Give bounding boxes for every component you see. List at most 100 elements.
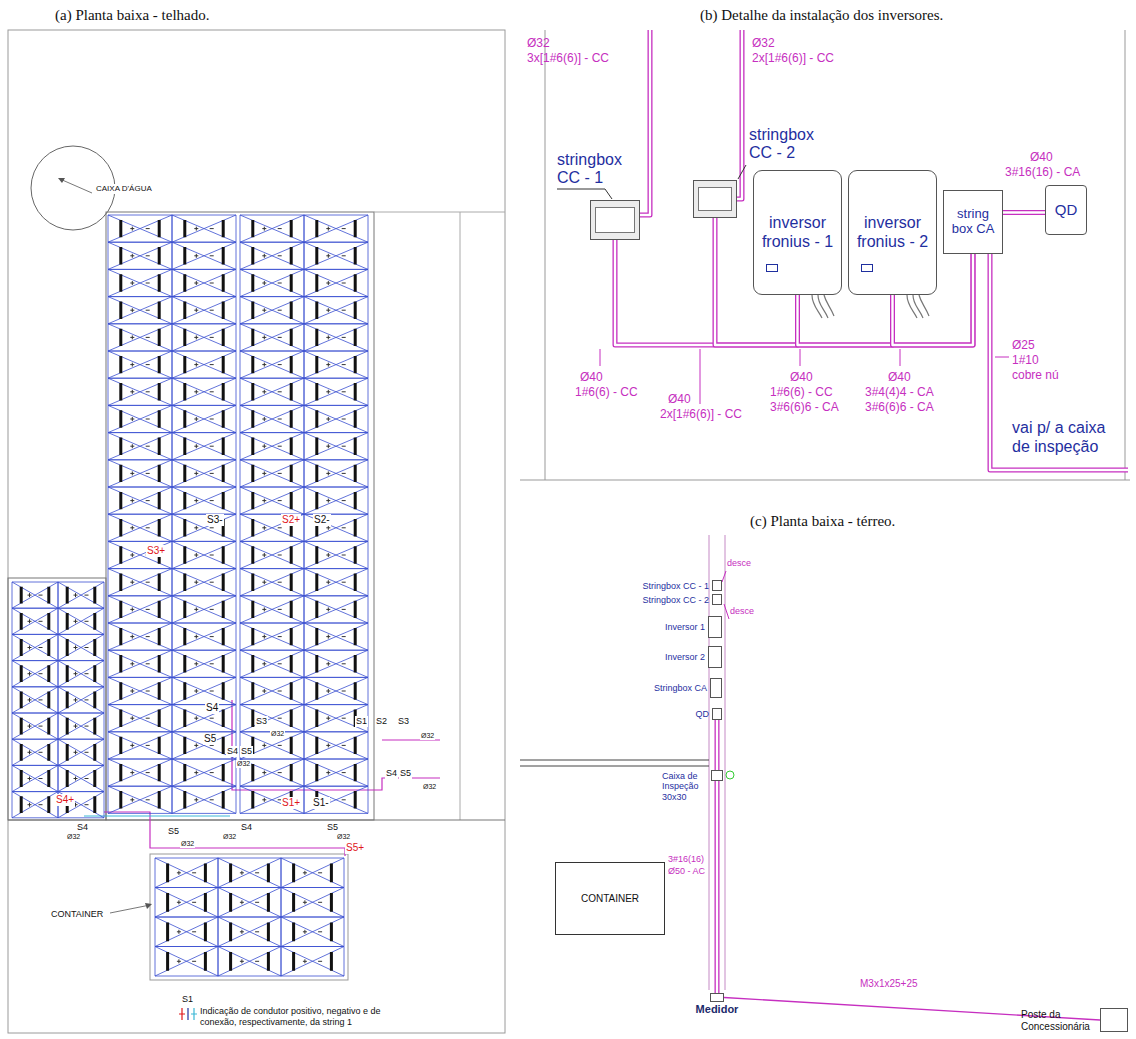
string-box: stringbox CC - 2 xyxy=(693,180,737,218)
building-line xyxy=(520,760,709,766)
roof-plan xyxy=(8,30,505,1033)
conduit-wall xyxy=(715,781,720,993)
cable-spec: desce xyxy=(727,558,751,569)
node-label: CONTAINER xyxy=(581,893,639,905)
cable-spec: Ø50 - AC xyxy=(668,866,705,877)
negative-mark xyxy=(187,1008,188,1020)
string-tag: S4+ xyxy=(55,794,75,806)
string-tag: Ø32 xyxy=(420,732,435,740)
legend-sample xyxy=(179,1008,197,1020)
string-tag: S4 xyxy=(226,746,239,757)
node-label: Stringbox CC - 2 xyxy=(642,594,709,604)
node-label: Inversor 1 xyxy=(665,622,705,632)
string-tag: S1 xyxy=(182,994,193,1005)
cable-spec: 3#6(6)6 - CA xyxy=(770,400,839,414)
string-tag: S3 xyxy=(255,716,268,727)
inverter-display xyxy=(766,264,778,272)
leader-arrowhead xyxy=(58,178,65,183)
string-tag: S1 xyxy=(355,716,368,727)
ground-plan xyxy=(520,535,734,990)
building-line xyxy=(374,212,505,820)
node-label: stringbox CC - 2 xyxy=(749,126,819,163)
panel-clamp xyxy=(21,220,355,971)
legend-entry: Indicação de condutor positivo, negativo… xyxy=(200,1006,386,1028)
conduit xyxy=(717,720,718,770)
node-label: stringbox CC - 1 xyxy=(557,151,627,188)
panel-caption: (a) Planta baixa - telhado. xyxy=(55,6,210,24)
cable-spec: 3#4(4)4 - CA xyxy=(865,385,934,399)
string-tag: CAIXA D'ÁGUA xyxy=(95,184,153,194)
cable-spec: 3#6(6)6 - CA xyxy=(865,400,934,414)
equipment-mark: Inversor 1 xyxy=(708,616,722,638)
leader-line xyxy=(110,905,150,913)
cable-bundle xyxy=(812,295,929,318)
cable-spec: Ø40 xyxy=(790,370,813,384)
string-tag: S2- xyxy=(313,514,331,526)
equipment-mark: Stringbox CC - 2 xyxy=(712,594,722,605)
string-tag: S3+ xyxy=(146,545,166,557)
cable-spec: Ø40 xyxy=(580,370,603,384)
panel-caption: (c) Planta baixa - térreo. xyxy=(750,512,895,530)
node-label: Caixa de Inspeção 30x30 xyxy=(662,771,708,802)
cable-spec: 2x[1#6(6)] - CC xyxy=(752,51,834,65)
string-tag: S5 xyxy=(399,768,412,779)
node-label: Stringbox CC - 1 xyxy=(642,580,709,590)
string-cable xyxy=(84,816,230,817)
equipment-mark: QD xyxy=(712,708,722,720)
equipment-mark: Stringbox CA xyxy=(710,678,722,698)
ac-string-box: string box CA xyxy=(943,190,1003,254)
conduit xyxy=(1003,212,1045,213)
inverter-box: inversor fronius - 2 xyxy=(848,170,937,295)
string-tag: Ø32 xyxy=(236,760,251,768)
conduit-core xyxy=(716,720,718,770)
cable-spec: Ø32 xyxy=(752,36,775,50)
cable-spec: 1#10 xyxy=(1012,353,1039,367)
connection-mark xyxy=(191,1008,197,1020)
down-arrow xyxy=(722,571,729,619)
plot-outline xyxy=(8,30,505,1033)
cable-spec: cobre nú xyxy=(1012,368,1059,382)
node-label: QD xyxy=(1055,201,1078,218)
string-tag: Ø32 xyxy=(422,783,437,791)
string-tag: Ø32 xyxy=(222,833,237,841)
string-tag: Ø32 xyxy=(336,833,351,841)
cable-spec: M3x1x25+25 xyxy=(860,978,918,990)
string-box-cover xyxy=(698,187,732,211)
node-label: inversor fronius - 1 xyxy=(757,214,838,251)
node-label: Poste da Concessionária xyxy=(1021,1009,1097,1032)
cable-spec: 3x[1#6(6)] - CC xyxy=(527,51,609,65)
cable-spec: 2x[1#6(6)] - CC xyxy=(660,407,742,421)
equipment-mark: Stringbox CC - 1 xyxy=(712,580,722,591)
conduit-wall xyxy=(1003,210,1045,215)
inverter-display xyxy=(861,264,873,272)
string-tag: S5 xyxy=(203,733,217,745)
positive-mark xyxy=(179,1008,185,1020)
string-tag: S2 xyxy=(375,716,388,727)
equipment-mark: Medidor xyxy=(710,993,724,1002)
node-label: QD xyxy=(696,709,710,719)
panel-caption: (b) Detalhe da instalação dos inversores… xyxy=(700,6,943,24)
cable-spec: 3#16(16) - CA xyxy=(1005,165,1080,179)
cable-spec: Ø40 xyxy=(1030,150,1053,164)
leader-arrowhead xyxy=(145,903,152,909)
leader-line xyxy=(600,349,1009,404)
string-tag: S5+ xyxy=(345,842,365,854)
string-tag: S4 xyxy=(76,822,89,833)
string-tag: S4 xyxy=(240,822,253,833)
cable-spec: Ø32 xyxy=(527,36,550,50)
string-tag: S5 xyxy=(240,746,253,757)
string-tag: S1+ xyxy=(281,797,301,809)
string-tag: S5 xyxy=(167,826,180,837)
cable-spec: Ø40 xyxy=(888,370,911,384)
cable-spec: 1#6(6) - CC xyxy=(770,385,833,399)
equipment-mark: Caixa de Inspeção 30x30 xyxy=(711,770,723,781)
string-box: stringbox CC - 1 xyxy=(590,200,640,240)
legend-text: Indicação de condutor positivo, negativo… xyxy=(200,1006,386,1028)
string-tag: vai p/ a caixa de inspeção xyxy=(1012,418,1120,456)
inverter-box: inversor fronius - 1 xyxy=(753,170,842,295)
node-label: inversor fronius - 2 xyxy=(852,214,933,251)
cable-spec: Ø25 xyxy=(1012,338,1035,352)
equipment-mark: Poste da Concessionária xyxy=(1100,1008,1128,1032)
string-tag: S5 xyxy=(326,822,339,833)
